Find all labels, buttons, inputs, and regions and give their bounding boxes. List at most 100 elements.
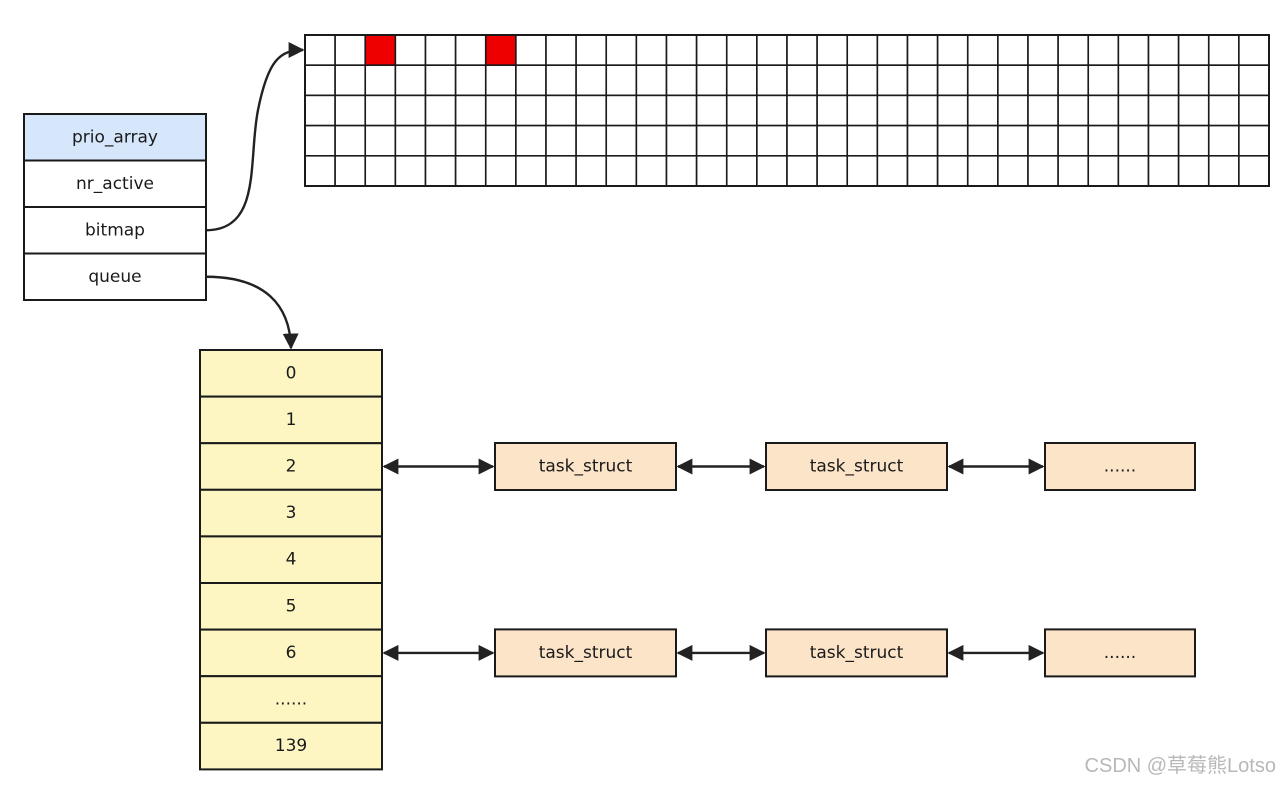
bitmap-cell <box>1087 94 1120 127</box>
bitmap-cell <box>1027 94 1059 127</box>
bitmap-cell <box>725 94 758 127</box>
task-struct-label: task_struct <box>810 643 904 663</box>
bitmap-cell <box>1117 94 1150 127</box>
bitmap-cell <box>1147 124 1180 157</box>
bitmap-cell <box>816 155 849 187</box>
bitmap-cell <box>364 94 397 127</box>
task-struct-label: ...... <box>1104 457 1136 477</box>
bitmap-cell <box>424 34 457 67</box>
bitmap-cell <box>334 124 367 157</box>
task-struct-label: task_struct <box>539 643 633 663</box>
bitmap-cell <box>1027 64 1059 97</box>
watermark-text: CSDN @草莓熊Lotso <box>1085 754 1276 777</box>
bitmap-cell <box>304 155 336 187</box>
bitmap-cell <box>1057 155 1090 187</box>
bitmap-cell <box>846 34 879 67</box>
bitmap-cell <box>1177 94 1210 127</box>
bitmap-cell <box>1027 34 1059 67</box>
bitmap-cell <box>1207 34 1240 67</box>
bitmap-cell <box>364 124 397 157</box>
bitmap-cell <box>575 124 608 157</box>
bitmap-cell <box>725 155 758 187</box>
bitmap-cell <box>304 64 336 97</box>
queue-slot-label: 139 <box>275 736 307 756</box>
bitmap-cell <box>394 34 427 67</box>
bitmap-cell <box>876 124 909 157</box>
bitmap-cell <box>695 155 728 187</box>
bitmap-cell <box>424 94 457 127</box>
bitmap-cell <box>997 64 1029 97</box>
queue-slot-label: ...... <box>275 690 307 710</box>
prio-array-field-label: queue <box>88 267 141 287</box>
bitmap-cell <box>876 94 909 127</box>
bitmap-cell <box>876 64 909 97</box>
bitmap-cell <box>1147 34 1180 67</box>
bitmap-cell <box>454 155 487 187</box>
bitmap-cell <box>484 124 517 157</box>
bitmap-cell <box>635 64 668 97</box>
bitmap-cell <box>1207 155 1240 187</box>
bitmap-cell <box>786 64 818 97</box>
bitmap-cell <box>906 64 939 97</box>
bitmap-cell <box>1238 124 1270 157</box>
bitmap-cell <box>1117 34 1150 67</box>
prio-array-field-label: nr_active <box>76 174 154 194</box>
bitmap-cell <box>515 155 547 187</box>
bitmap-cell <box>997 94 1029 127</box>
bitmap-cell <box>1117 64 1150 97</box>
task-struct-label: task_struct <box>539 457 633 477</box>
bitmap-cell <box>966 124 999 157</box>
bitmap-cell <box>605 34 638 67</box>
bitmap-cell <box>906 34 939 67</box>
bitmap-cell <box>816 64 849 97</box>
bitmap-cell <box>1238 64 1270 97</box>
bitmap-cell <box>1177 124 1210 157</box>
bitmap-cell <box>1177 34 1210 67</box>
bitmap-cell <box>454 124 487 157</box>
bitmap-cell <box>756 34 788 67</box>
bitmap-cell <box>997 34 1029 67</box>
bitmap-cell <box>966 94 999 127</box>
prio-array-header-label: prio_array <box>72 127 158 147</box>
queue-slot <box>199 675 383 724</box>
bitmap-cell <box>665 155 698 187</box>
queue-slot-label: 4 <box>286 550 297 570</box>
bitmap-cell <box>394 94 427 127</box>
bitmap-cell <box>334 64 367 97</box>
bitmap-cell <box>1177 64 1210 97</box>
bitmap-cell <box>605 155 638 187</box>
bitmap-cell <box>454 64 487 97</box>
bitmap-border <box>304 34 1270 187</box>
queue-slot <box>199 442 383 491</box>
queue-slot-label: 5 <box>286 596 297 616</box>
queue-slot <box>199 721 383 771</box>
bitmap-cell <box>816 124 849 157</box>
bitmap-cell <box>394 155 427 187</box>
bitmap-cell <box>515 124 547 157</box>
bitmap-cell <box>454 34 487 67</box>
bitmap-cell <box>454 94 487 127</box>
bitmap-cell <box>1087 34 1120 67</box>
queue-pointer-arrow <box>205 275 299 350</box>
bitmap-cell <box>1207 94 1240 127</box>
bitmap-cell <box>1207 64 1240 97</box>
bitmap-cell <box>695 34 728 67</box>
bitmap-cell <box>1238 94 1270 127</box>
bitmap-cell <box>816 34 849 67</box>
bitmap-cell <box>1087 155 1120 187</box>
bitmap-cell <box>966 64 999 97</box>
bitmap-cell <box>515 64 547 97</box>
queue-slot-label: 6 <box>286 643 297 663</box>
bitmap-cell <box>816 94 849 127</box>
bitmap-cell <box>334 34 367 67</box>
bitmap-cell <box>424 155 457 187</box>
bitmap-cell <box>635 34 668 67</box>
bitmap-cell <box>394 64 427 97</box>
queue-slot <box>199 488 383 538</box>
bitmap-cell <box>695 64 728 97</box>
prio-array-field-cell <box>23 159 207 208</box>
bitmap-cell <box>756 155 788 187</box>
task-struct-label: task_struct <box>810 457 904 477</box>
